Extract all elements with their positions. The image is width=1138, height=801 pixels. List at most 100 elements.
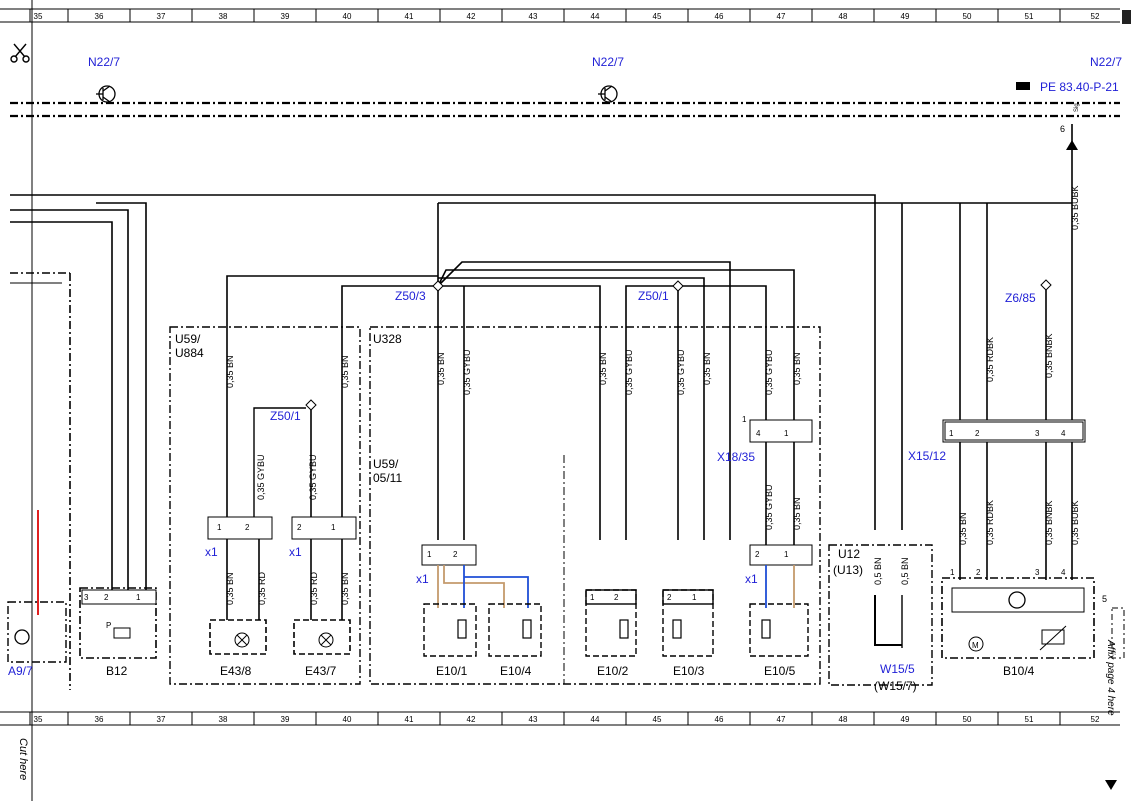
harness-top — [10, 194, 1072, 593]
corner-mark-icon — [1122, 10, 1131, 24]
col-label: 52 — [1091, 12, 1100, 21]
x18-35-ref[interactable]: X18/35 — [717, 450, 755, 464]
svg-text:1: 1 — [692, 593, 697, 602]
u884-label: U884 — [175, 346, 204, 360]
wire-label: 0,35 GYBU — [764, 349, 774, 395]
e43-7-label: E43/7 — [305, 664, 337, 678]
sensor-icon — [1041, 629, 1065, 645]
col-label: 43 — [529, 715, 538, 724]
a9-7-ref[interactable]: A9/7 — [8, 664, 33, 678]
z50-3-ref[interactable]: Z50/3 — [395, 289, 426, 303]
svg-text:4: 4 — [1061, 568, 1066, 577]
splice-icon — [672, 280, 684, 292]
transistor-icon — [1008, 591, 1026, 609]
wire-label: 0,35 BN — [340, 355, 350, 388]
lamp-icon — [318, 632, 334, 648]
arrow-down-icon — [1105, 780, 1117, 790]
e10-4-label: E10/4 — [500, 664, 532, 678]
wire-label: 0,35 BNBK — [1044, 333, 1054, 378]
x1-ref[interactable]: x1 — [416, 572, 429, 586]
wire-label: 0,35 RDBK — [985, 500, 995, 545]
col-label: 45 — [653, 12, 662, 21]
col-label: 38 — [219, 715, 228, 724]
svg-text:1: 1 — [784, 429, 789, 438]
u59-page-ref[interactable]: 05/11 — [373, 471, 402, 485]
n22-7-ref[interactable]: N22/7 — [592, 55, 624, 69]
wire-label: 0,35 BN — [436, 352, 446, 385]
x1-ref[interactable]: x1 — [745, 572, 758, 586]
u12-label: U12 — [838, 547, 860, 561]
affix-label: Affix page 4 here — [1105, 639, 1116, 716]
wire-label: 0,35 GYBU — [462, 349, 472, 395]
svg-text:2: 2 — [297, 523, 302, 532]
b12-label: B12 — [106, 664, 128, 678]
col-label: 40 — [343, 12, 352, 21]
u59-label: U59/ — [175, 332, 201, 346]
svg-text:Sig: Sig — [1074, 103, 1080, 112]
wire-label: 0,35 GYBU — [256, 454, 266, 500]
w15-7-label: (W15/7) — [874, 679, 917, 693]
z6-85-ref[interactable]: Z6/85 — [1005, 291, 1036, 305]
z50-1-ref[interactable]: Z50/1 — [270, 409, 301, 423]
motor-icon — [968, 636, 984, 652]
wire-label: 0,35 RD — [257, 571, 267, 605]
wire-label: 0,35 BN — [598, 352, 608, 385]
svg-text:2: 2 — [614, 593, 619, 602]
wire-label: 0,35 BN — [958, 512, 968, 545]
wire-label: 0,35 GYBU — [764, 484, 774, 530]
col-label: 49 — [901, 12, 910, 21]
cut-here-label: Cut here — [17, 738, 29, 780]
z50-1-ref[interactable]: Z50/1 — [638, 289, 669, 303]
col-label: 49 — [901, 715, 910, 724]
svg-text:3: 3 — [84, 593, 89, 602]
splice-icon — [305, 399, 317, 411]
svg-text:1: 1 — [136, 593, 141, 602]
x1-ref[interactable]: x1 — [205, 545, 218, 559]
lamp-e43-7 — [293, 619, 351, 655]
col-label: 42 — [467, 715, 476, 724]
splice-icon — [432, 280, 444, 292]
col-label: 41 — [405, 715, 414, 724]
svg-text:1: 1 — [950, 568, 955, 577]
svg-text:2: 2 — [975, 429, 980, 438]
x15-12-ref[interactable]: X15/12 — [908, 449, 946, 463]
svg-text:2: 2 — [453, 550, 458, 559]
heater-element-icon — [457, 619, 771, 639]
svg-text:2: 2 — [245, 523, 250, 532]
pe-reference-link[interactable]: PE 83.40-P-21 — [1040, 80, 1119, 94]
n22-7-ref[interactable]: N22/7 — [88, 55, 120, 69]
n22-7-ref[interactable]: N22/7 — [1090, 55, 1122, 69]
b10-4-label: B10/4 — [1003, 664, 1035, 678]
transistor-icon — [598, 85, 618, 103]
e10-3-label: E10/3 — [673, 664, 705, 678]
col-label: 42 — [467, 12, 476, 21]
wire-label: 0,35 BN — [702, 352, 712, 385]
col-label: 37 — [157, 12, 166, 21]
col-label: 46 — [715, 12, 724, 21]
w15-5-ref[interactable]: W15/5 — [880, 662, 915, 676]
svg-text:M: M — [972, 641, 979, 650]
col-label: 51 — [1025, 12, 1034, 21]
svg-text:1: 1 — [427, 550, 432, 559]
svg-text:1: 1 — [742, 415, 747, 424]
col-label: 40 — [343, 715, 352, 724]
ground-wire — [874, 595, 902, 646]
u59-ref-label: U59/ — [373, 457, 399, 471]
wire-label: 0,35 GYBU — [676, 349, 686, 395]
wire-label: 0,35 BUBK — [1070, 500, 1080, 545]
svg-text:6: 6 — [1060, 124, 1065, 134]
wire-label: 0,35 BNBK — [1044, 500, 1054, 545]
col-label: 44 — [591, 12, 600, 21]
col-label: 36 — [95, 12, 104, 21]
col-label: 48 — [839, 12, 848, 21]
wire-label: 0,35 RD — [309, 571, 319, 605]
wire-label: 0,35 BN — [340, 572, 350, 605]
u328-label: U328 — [373, 332, 402, 346]
wire-label: 0,35 BN — [225, 572, 235, 605]
x1-ref[interactable]: x1 — [289, 545, 302, 559]
col-label: 39 — [281, 12, 290, 21]
